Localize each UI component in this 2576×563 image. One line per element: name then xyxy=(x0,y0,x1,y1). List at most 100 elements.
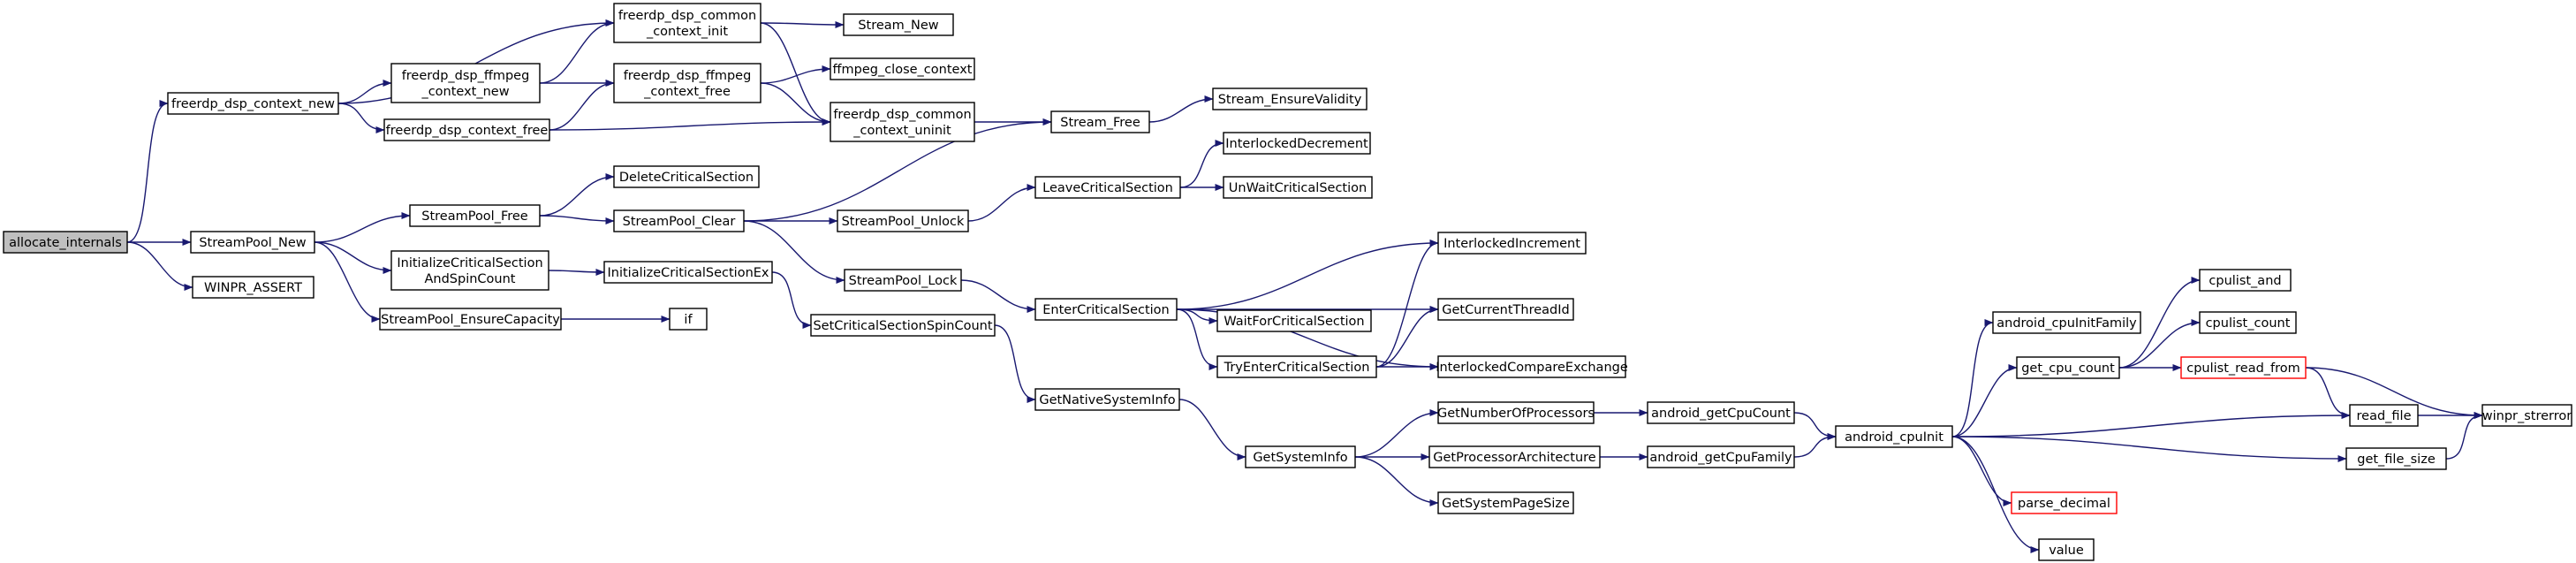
node-getprocessorarchitecture[interactable]: GetProcessorArchitecture xyxy=(1428,445,1601,468)
node-box xyxy=(1245,445,1356,468)
node-freerdp-dsp-ffmpeg-context-free[interactable]: freerdp_dsp_ffmpeg_context_free xyxy=(613,63,761,103)
node-if[interactable]: if xyxy=(669,308,708,331)
node-entercriticalsection[interactable]: EnterCriticalSection xyxy=(1034,298,1178,321)
node-streampool-unlock[interactable]: StreamPool_Unlock xyxy=(837,209,969,232)
node-parse-decimal[interactable]: parse_decimal xyxy=(2011,491,2118,514)
node-android-cpuinitfamily[interactable]: android_cpuInitFamily xyxy=(1992,311,2141,334)
node-streampool-free[interactable]: StreamPool_Free xyxy=(409,204,541,227)
node-tryentercriticalsection[interactable]: TryEnterCriticalSection xyxy=(1216,355,1377,378)
node-label: android_getCpuFamily xyxy=(1649,451,1792,465)
node-streampool-clear[interactable]: StreamPool_Clear xyxy=(613,209,745,232)
node-freerdp-dsp-ffmpeg-context-new[interactable]: freerdp_dsp_ffmpeg_context_new xyxy=(390,63,541,103)
node-get-cpu-count[interactable]: get_cpu_count xyxy=(2016,356,2120,379)
node-getsysteminfo[interactable]: GetSystemInfo xyxy=(1245,445,1356,468)
edge-allocate-internals-to-freerdp-dsp-context-new xyxy=(126,100,169,243)
node-label: SetCriticalSectionSpinCount xyxy=(813,319,992,333)
node-box xyxy=(1034,388,1180,411)
edge-streampool-lock-to-entercriticalsection xyxy=(960,279,1036,313)
node-leavecriticalsection[interactable]: LeaveCriticalSection xyxy=(1034,176,1181,199)
node-freerdp-dsp-context-free[interactable]: freerdp_dsp_context_free xyxy=(383,118,550,141)
node-initializecriticalsectionex[interactable]: InitializeCriticalSectionEx xyxy=(603,261,773,284)
edge-freerdp-dsp-common-context-init-to-stream-new xyxy=(760,20,845,28)
node-box xyxy=(1050,110,1150,133)
node-box xyxy=(2199,269,2292,292)
edge-cpulist-read-from-to-read-file xyxy=(2305,367,2351,419)
node-box xyxy=(830,102,975,142)
node-ffmpeg-close-context[interactable]: ffmpeg_close_context xyxy=(830,57,975,80)
node-read-file[interactable]: read_file xyxy=(2349,404,2419,427)
node-cpulist-count[interactable]: cpulist_count xyxy=(2199,311,2297,334)
node-label: if xyxy=(684,313,693,327)
node-value[interactable]: value xyxy=(2038,538,2095,561)
node-interlockedincrement[interactable]: InterlockedIncrement xyxy=(1437,232,1587,255)
node-interlockeddecrement[interactable]: InterlockedDecrement xyxy=(1223,132,1371,155)
node-label: GetSystemPageSize xyxy=(1442,497,1570,511)
node-freerdp-dsp-common-context-uninit[interactable]: freerdp_dsp_common_context_uninit xyxy=(830,102,975,142)
node-label: StreamPool_New xyxy=(199,236,306,250)
node-streampool-new[interactable]: StreamPool_New xyxy=(190,231,315,254)
node-box xyxy=(830,57,975,80)
node-label: freerdp_dsp_common xyxy=(618,9,756,23)
node-getcurrentthreadid[interactable]: GetCurrentThreadId xyxy=(1437,298,1574,321)
node-box xyxy=(613,165,760,188)
edge-allocate-internals-to-winpr-assert xyxy=(126,241,193,291)
node-label: TryEnterCriticalSection xyxy=(1224,361,1370,375)
node-box xyxy=(383,118,550,141)
node-setcriticalsectionspincount[interactable]: SetCriticalSectionSpinCount xyxy=(810,314,996,337)
node-label: GetCurrentThreadId xyxy=(1442,303,1569,317)
edge-freerdp-dsp-ffmpeg-context-free-to-freerdp-dsp-common-context-uninit xyxy=(760,82,831,126)
node-box xyxy=(1647,401,1795,424)
node-box xyxy=(1212,87,1368,110)
node-stream-ensurevalidity[interactable]: Stream_EnsureValidity xyxy=(1212,87,1368,110)
node-android-getcpucount[interactable]: android_getCpuCount xyxy=(1647,401,1795,424)
node-android-getcpufamily[interactable]: android_getCpuFamily xyxy=(1647,445,1795,468)
node-cpulist-read-from[interactable]: cpulist_read_from xyxy=(2180,356,2307,379)
node-freerdp-dsp-common-context-init[interactable]: freerdp_dsp_common_context_init xyxy=(613,3,761,43)
node-label: InterlockedDecrement xyxy=(1225,137,1368,151)
node-label: GetSystemInfo xyxy=(1253,451,1347,465)
node-getsystempagesize[interactable]: GetSystemPageSize xyxy=(1437,491,1574,514)
node-getnumberofprocessors[interactable]: GetNumberOfProcessors xyxy=(1437,401,1595,424)
edge-getnativesysteminfo-to-getsysteminfo xyxy=(1178,399,1246,460)
node-android-cpuinit[interactable]: android_cpuInit xyxy=(1835,425,1953,448)
node-box xyxy=(390,250,549,291)
node-box xyxy=(669,308,708,331)
edge-freerdp-dsp-context-new-to-freerdp-dsp-ffmpeg-context-new xyxy=(337,80,392,104)
node-waitforcriticalsection[interactable]: WaitForCriticalSection xyxy=(1216,309,1372,332)
edge-cpulist-read-from-to-winpr-strerror xyxy=(2305,367,2483,419)
edge-android-cpuinit-to-value xyxy=(1951,436,2040,553)
node-label: _context_new xyxy=(420,85,509,99)
node-label: InterlockedCompareExchange xyxy=(1436,361,1628,375)
node-box xyxy=(2016,356,2120,379)
node-box xyxy=(409,204,541,227)
node-winpr-strerror[interactable]: winpr_strerror xyxy=(2481,404,2572,427)
node-box xyxy=(603,261,773,284)
node-get-file-size[interactable]: get_file_size xyxy=(2345,447,2447,470)
edge-tryentercriticalsection-to-getcurrentthreadid xyxy=(1375,306,1439,368)
node-label: GetNativeSystemInfo xyxy=(1039,393,1175,407)
node-label: GetProcessorArchitecture xyxy=(1433,451,1596,465)
node-box xyxy=(379,308,562,331)
node-cpulist-and[interactable]: cpulist_and xyxy=(2199,269,2292,292)
edge-streampool-new-to-initializecriticalsectionandspincount xyxy=(314,241,392,274)
node-streampool-lock[interactable]: StreamPool_Lock xyxy=(844,269,962,292)
node-deletecriticalsection[interactable]: DeleteCriticalSection xyxy=(613,165,760,188)
node-box xyxy=(1992,311,2141,334)
node-label: DeleteCriticalSection xyxy=(619,171,754,185)
node-freerdp-dsp-context-new[interactable]: freerdp_dsp_context_new xyxy=(167,92,339,115)
node-winpr-assert[interactable]: WINPR_ASSERT xyxy=(192,276,314,299)
edge-streampool-new-to-streampool-ensurecapacity xyxy=(314,241,381,323)
node-layer: allocate_internalsfreerdp_dsp_context_ne… xyxy=(3,3,2572,561)
node-stream-new[interactable]: Stream_New xyxy=(843,13,954,36)
node-getnativesysteminfo[interactable]: GetNativeSystemInfo xyxy=(1034,388,1180,411)
edge-android-getcpucount-to-android-cpuinit xyxy=(1793,412,1837,440)
node-streampool-ensurecapacity[interactable]: StreamPool_EnsureCapacity xyxy=(379,308,562,331)
node-interlockedcompareexchange[interactable]: InterlockedCompareExchange xyxy=(1436,355,1628,378)
node-stream-free[interactable]: Stream_Free xyxy=(1050,110,1150,133)
node-label: UnWaitCriticalSection xyxy=(1229,181,1367,195)
node-label: Stream_Free xyxy=(1060,116,1140,130)
node-label: LeaveCriticalSection xyxy=(1042,181,1173,195)
node-unwaitcriticalsection[interactable]: UnWaitCriticalSection xyxy=(1223,176,1373,199)
node-box xyxy=(837,209,969,232)
